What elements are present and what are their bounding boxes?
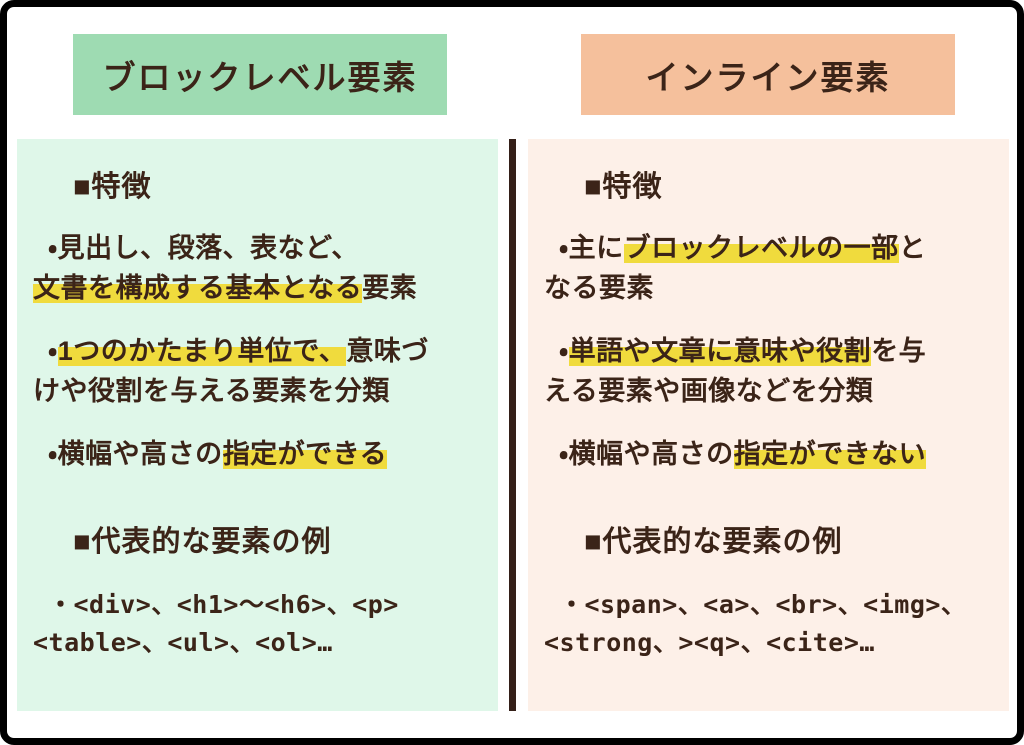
inline-feature-item-2: ・単語や文章に意味や役割を与 える要素や画像などを分類 [544, 336, 927, 406]
block-feature-item-3: ・横幅や高さの指定ができる [48, 439, 388, 469]
inline-examples-text: ・<span>、<a>、<br>、<img>、 <strong、><q>、<ci… [544, 590, 967, 657]
block-feature-item-1: ・見出し、段落、表など、 文書を構成する基本となる要素 [33, 233, 418, 303]
inline-feature-item-3: ・横幅や高さの指定ができない [559, 439, 927, 469]
block-features-heading: ■特徴 [73, 171, 152, 203]
inline-elements-panel: ■特徴 ・主にブロックレベルの一部と なる要素 ・単語や文章に意味や役割を与 え… [528, 139, 1009, 711]
block-examples-text: ・<div>、<h1>～<h6>、<p> <table>、<ul>、<ol>… [33, 590, 399, 657]
vertical-divider [509, 139, 516, 711]
inline-elements-title: インライン要素 [645, 58, 891, 96]
inline-features-heading: ■特徴 [584, 171, 663, 203]
block-feature-item-2: ・1つのかたまり単位で、意味づ けや役割を与える要素を分類 [33, 336, 429, 406]
inline-elements-header: インライン要素 [581, 34, 955, 115]
block-elements-title: ブロックレベル要素 [102, 58, 418, 96]
block-elements-header: ブロックレベル要素 [73, 34, 447, 115]
inline-feature-item-1: ・主にブロックレベルの一部と なる要素 [544, 233, 927, 303]
block-elements-panel: ■特徴 ・見出し、段落、表など、 文書を構成する基本となる要素 ・1つのかたまり… [17, 139, 498, 711]
inline-examples-heading: ■代表的な要素の例 [584, 526, 843, 558]
block-examples-heading: ■代表的な要素の例 [73, 526, 332, 558]
